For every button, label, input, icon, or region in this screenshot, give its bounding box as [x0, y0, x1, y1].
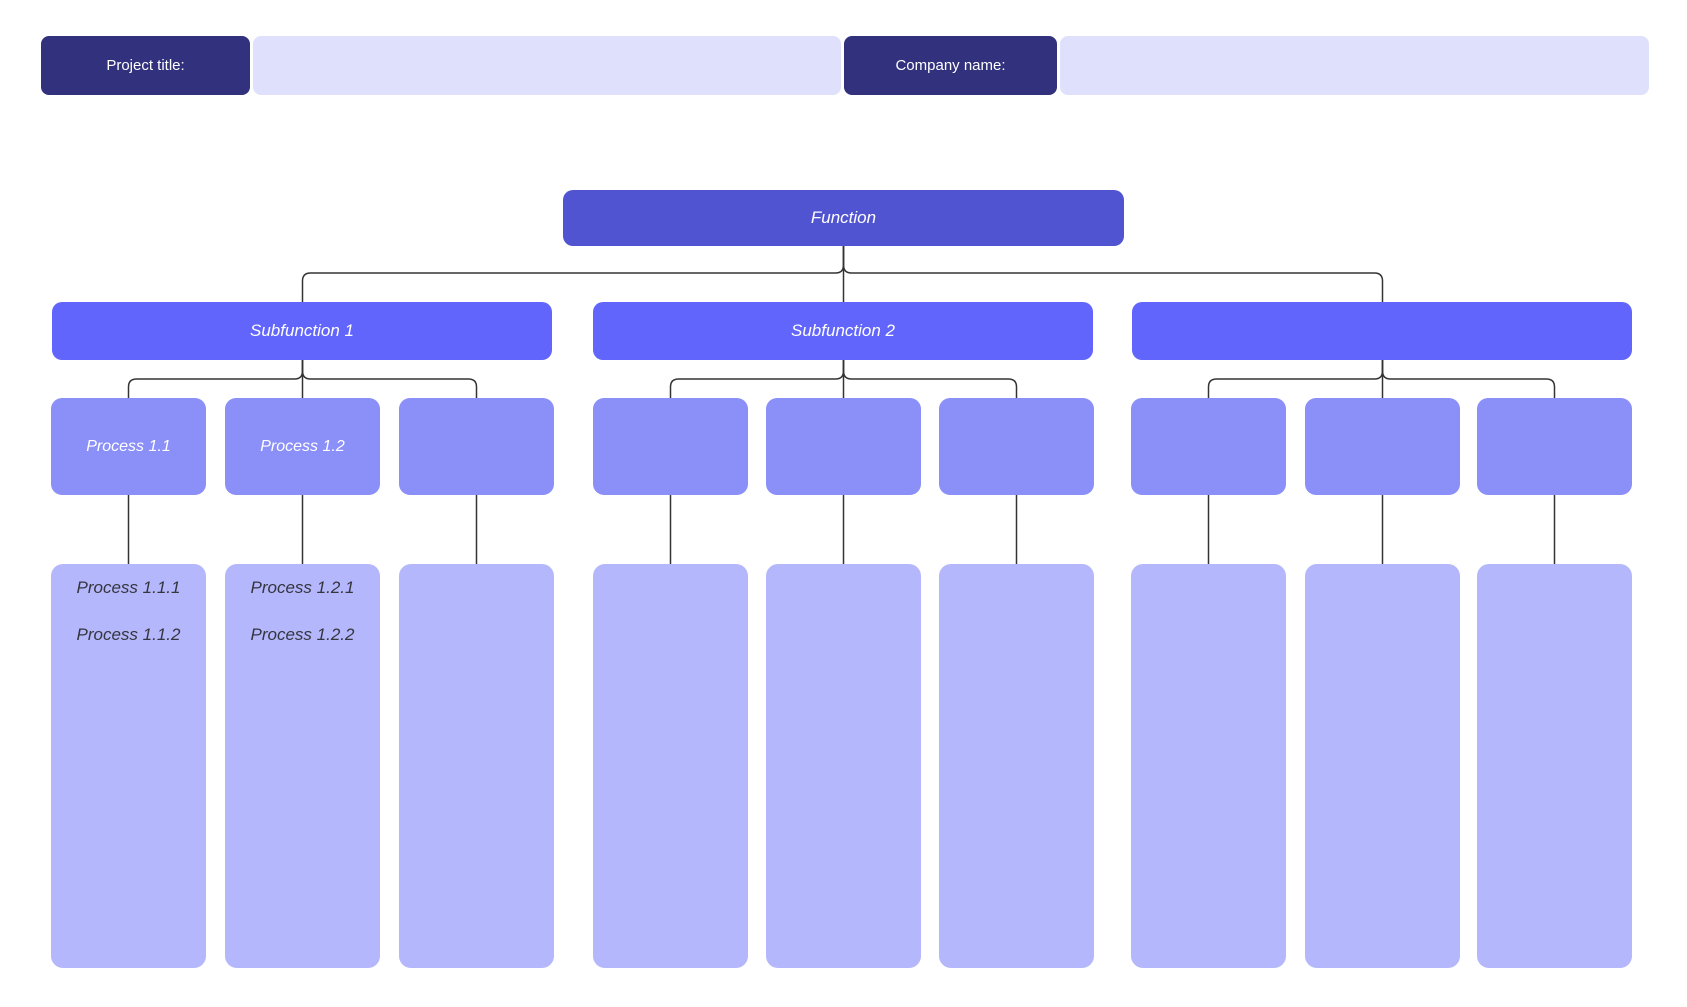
- subprocess-list-1-2[interactable]: Process 1.2.1 Process 1.2.2: [225, 564, 380, 968]
- process-1-2-node[interactable]: Process 1.2: [225, 398, 380, 495]
- project-title-label-text: Project title:: [106, 57, 185, 74]
- process-1-3-node[interactable]: [399, 398, 554, 495]
- subprocess-list-3-3[interactable]: [1477, 564, 1632, 968]
- subprocess-list-3-1[interactable]: [1131, 564, 1286, 968]
- process-3-3-node[interactable]: [1477, 398, 1632, 495]
- process-2-3-node[interactable]: [939, 398, 1094, 495]
- subprocess-item: Process 1.2.1: [250, 578, 355, 597]
- company-name-label: Company name:: [844, 36, 1057, 95]
- process-2-1-node[interactable]: [593, 398, 748, 495]
- process-1-2-label: Process 1.2: [260, 437, 345, 455]
- subfunction-1-node[interactable]: Subfunction 1: [52, 302, 552, 360]
- process-3-2-node[interactable]: [1305, 398, 1460, 495]
- subprocess-list-1-3[interactable]: [399, 564, 554, 968]
- company-name-label-text: Company name:: [895, 57, 1006, 74]
- process-1-1-node[interactable]: Process 1.1: [51, 398, 206, 495]
- subprocess-item: Process 1.1.2: [76, 625, 181, 644]
- project-title-field[interactable]: [253, 36, 841, 95]
- project-title-label: Project title:: [41, 36, 250, 95]
- subfunction-3-node[interactable]: [1132, 302, 1632, 360]
- function-node-label: Function: [810, 208, 877, 227]
- subfunction-1-label: Subfunction 1: [250, 321, 354, 340]
- company-name-field[interactable]: [1060, 36, 1649, 95]
- subfunction-2-label: Subfunction 2: [791, 321, 895, 340]
- subfunction-2-node[interactable]: Subfunction 2: [593, 302, 1093, 360]
- subprocess-list-2-1[interactable]: [593, 564, 748, 968]
- subprocess-list-2-2[interactable]: [766, 564, 921, 968]
- subprocess-item: Process 1.1.1: [76, 578, 181, 597]
- process-1-1-label: Process 1.1: [86, 437, 171, 455]
- process-2-2-node[interactable]: [766, 398, 921, 495]
- subprocess-list-3-2[interactable]: [1305, 564, 1460, 968]
- process-3-1-node[interactable]: [1131, 398, 1286, 495]
- function-node[interactable]: Function: [563, 190, 1124, 246]
- subprocess-item: Process 1.2.2: [250, 625, 355, 644]
- subprocess-list-2-3[interactable]: [939, 564, 1094, 968]
- subprocess-list-1-1[interactable]: Process 1.1.1 Process 1.1.2: [51, 564, 206, 968]
